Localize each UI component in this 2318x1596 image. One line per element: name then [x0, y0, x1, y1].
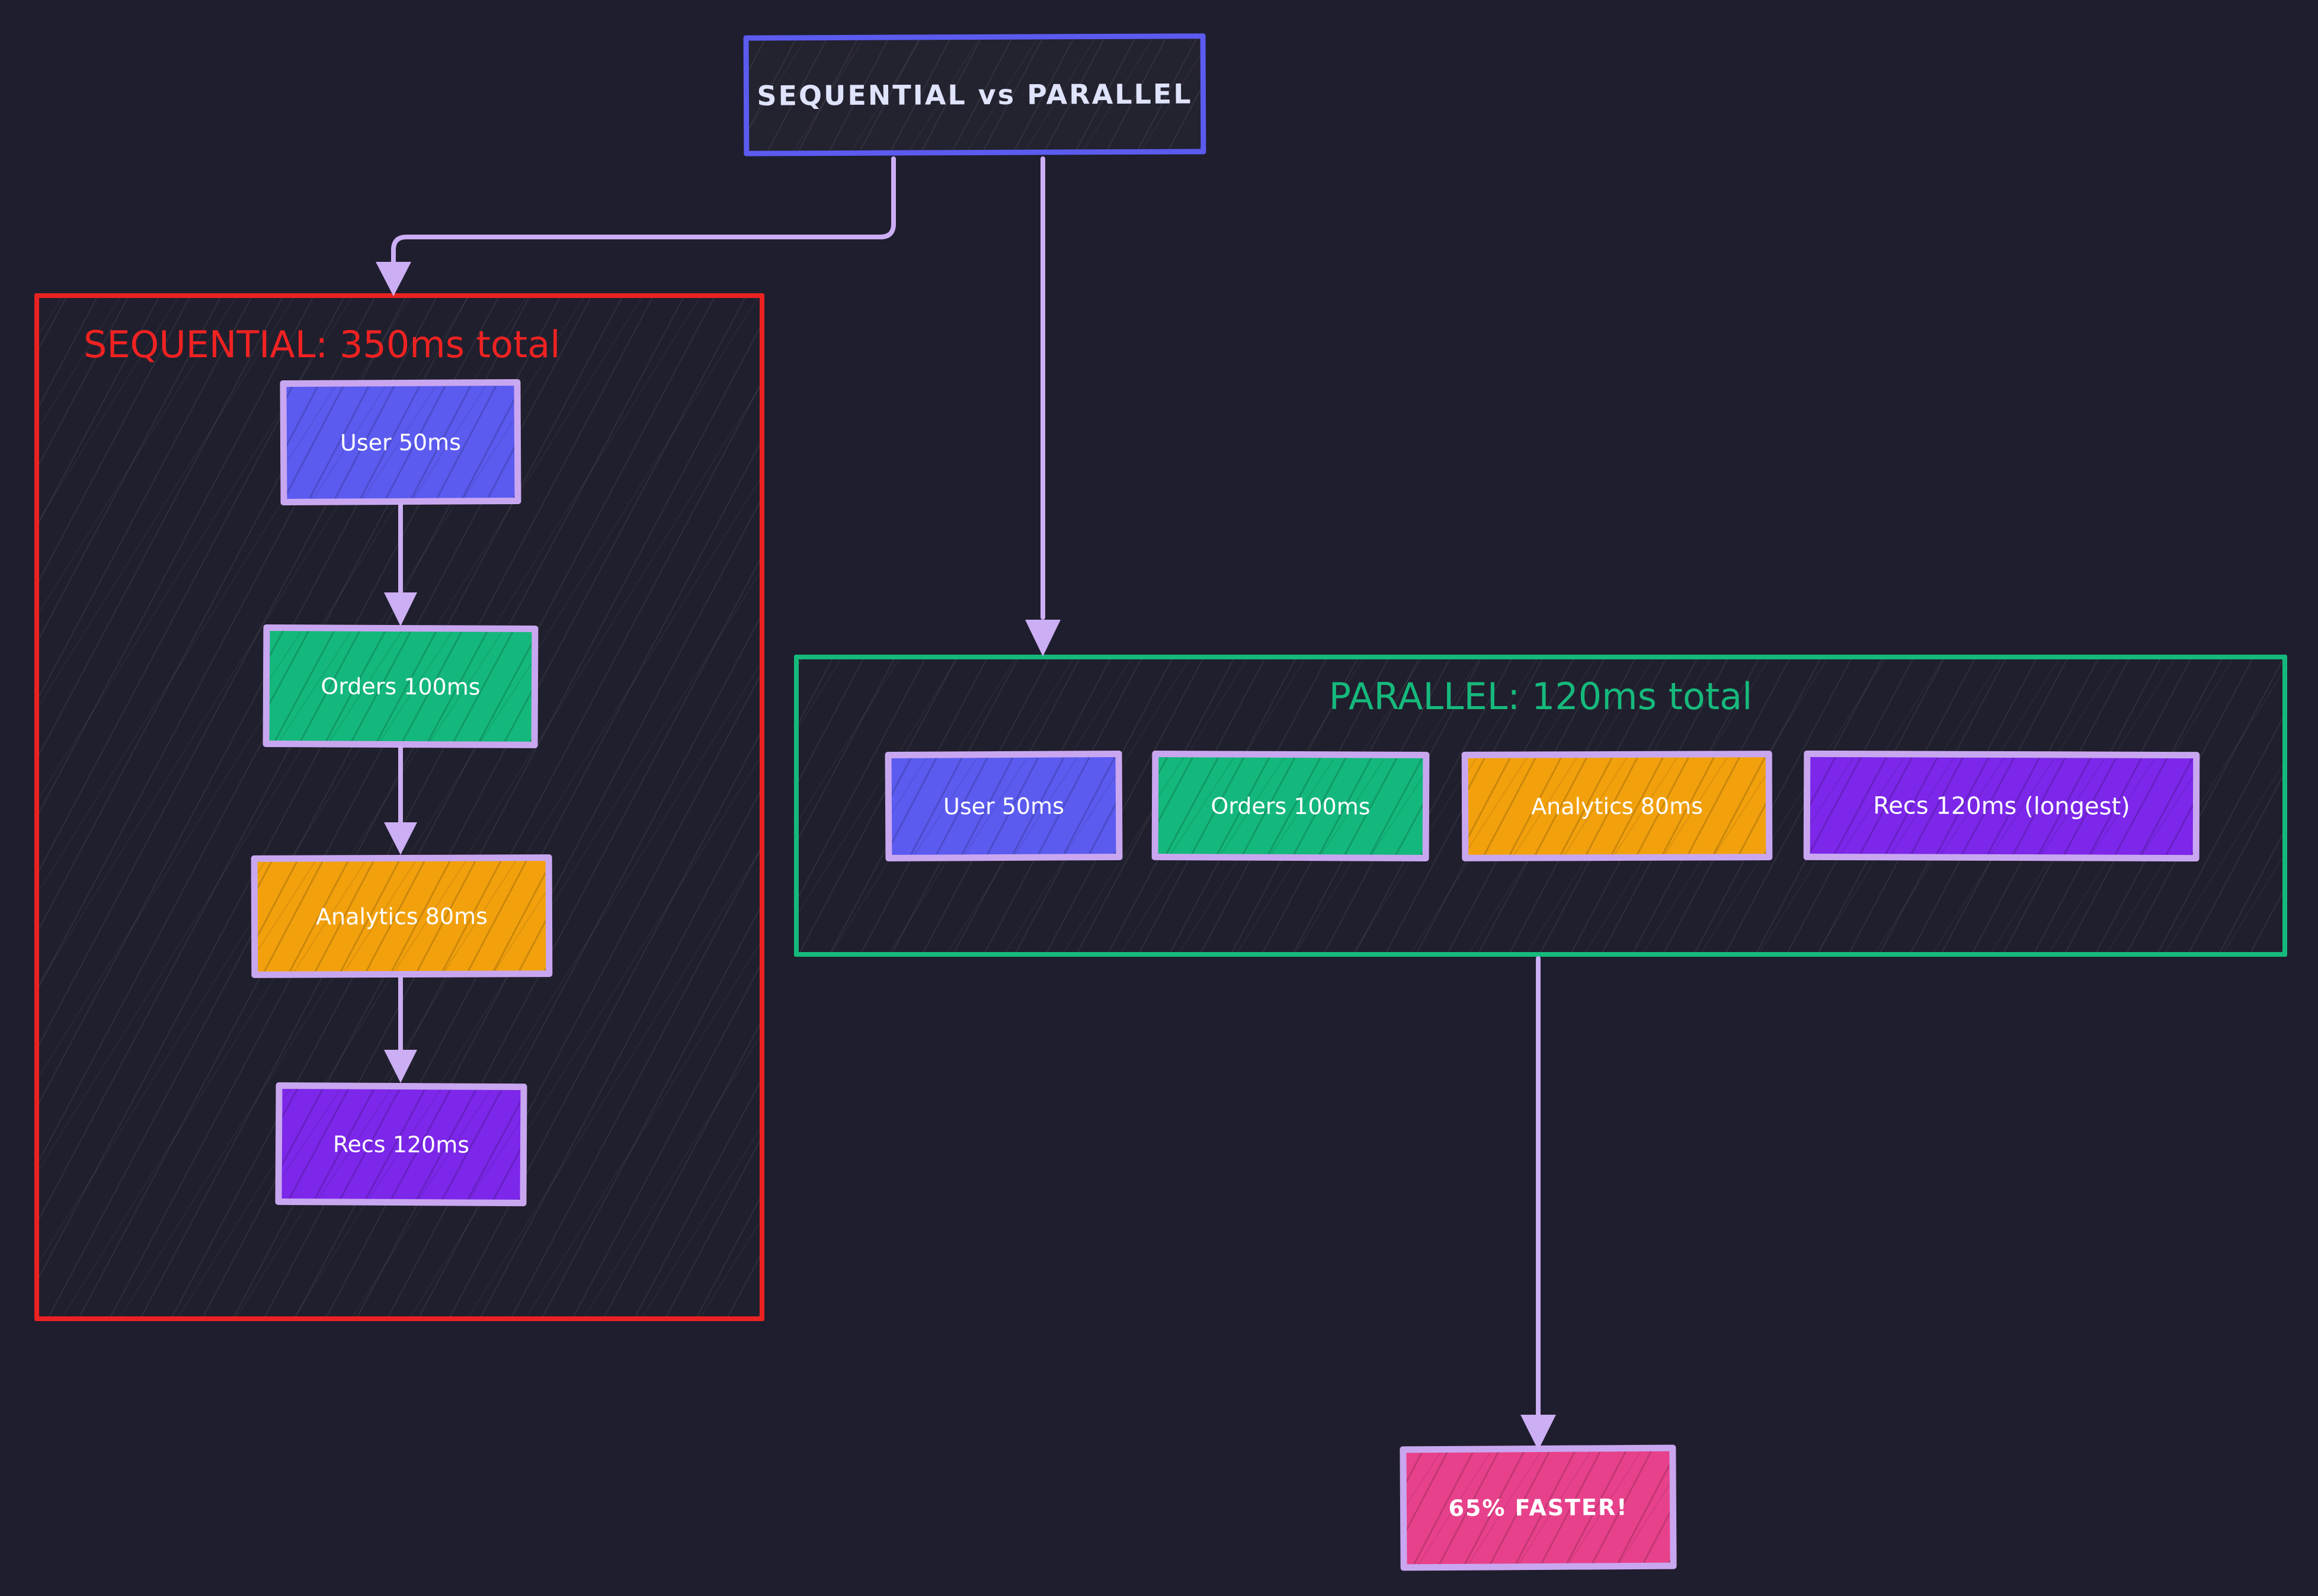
- parallel-node-recs-label: Recs 120ms (longest): [1873, 791, 2130, 821]
- sequential-group-title: SEQUENTIAL: 350ms total: [84, 323, 561, 366]
- diagram-title-label: SEQUENTIAL vs PARALLEL: [757, 78, 1193, 112]
- sequential-node-recs-label: Recs 120ms: [332, 1130, 470, 1158]
- sequential-node-analytics[interactable]: Analytics 80ms: [251, 854, 553, 978]
- sequential-node-user[interactable]: User 50ms: [280, 379, 521, 506]
- parallel-node-user[interactable]: User 50ms: [885, 750, 1123, 862]
- arrowhead-title-to-sequential: [376, 262, 411, 296]
- parallel-node-orders[interactable]: Orders 100ms: [1151, 750, 1430, 862]
- edge-title-to-sequential: [391, 156, 896, 270]
- parallel-node-analytics-label: Analytics 80ms: [1531, 792, 1703, 820]
- parallel-node-user-label: User 50ms: [943, 792, 1065, 820]
- sequential-node-orders-label: Orders 100ms: [321, 672, 481, 700]
- sequential-node-orders[interactable]: Orders 100ms: [262, 624, 539, 749]
- sequential-node-user-label: User 50ms: [340, 428, 462, 456]
- diagram-title-node[interactable]: SEQUENTIAL vs PARALLEL: [743, 33, 1206, 156]
- sequential-node-recs[interactable]: Recs 120ms: [275, 1082, 527, 1207]
- parallel-node-recs[interactable]: Recs 120ms (longest): [1803, 750, 2200, 862]
- parallel-node-orders-label: Orders 100ms: [1211, 792, 1371, 820]
- parallel-group-title: PARALLEL: 120ms total: [1328, 675, 1753, 718]
- arrowhead-title-to-parallel: [1025, 620, 1061, 656]
- parallel-node-analytics[interactable]: Analytics 80ms: [1461, 751, 1773, 861]
- result-node-faster[interactable]: 65% FASTER!: [1400, 1444, 1677, 1571]
- sequential-node-analytics-label: Analytics 80ms: [316, 902, 488, 930]
- result-node-label: 65% FASTER!: [1448, 1494, 1628, 1521]
